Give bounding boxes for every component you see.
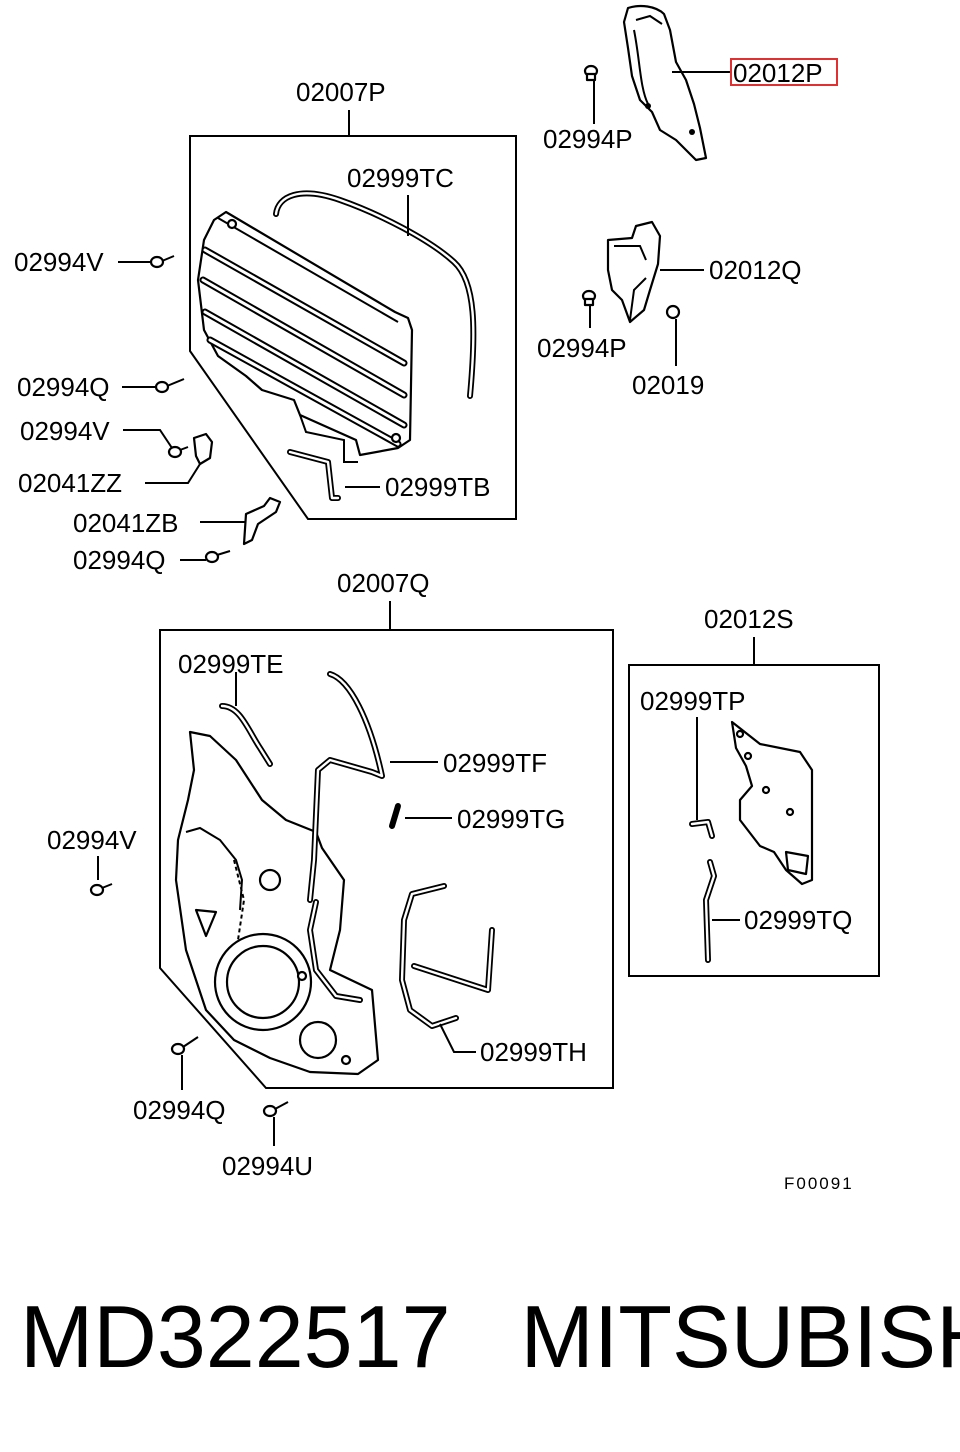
label-02019: 02019 (632, 370, 704, 400)
label-02999TE: 02999TE (178, 649, 284, 679)
product-footer: MD322517 MITSUBISHI (20, 1282, 960, 1392)
bolt-icon (262, 1101, 289, 1118)
label-02999TQ: 02999TQ (744, 905, 852, 935)
grommet-02019 (665, 304, 681, 320)
upper-timing-cover (196, 210, 414, 463)
label-02994P-mid: 02994P (537, 333, 627, 363)
label-02999TF: 02999TF (443, 748, 547, 778)
bolt-icon (581, 289, 597, 307)
label-02994V-1: 02994V (14, 247, 104, 277)
label-02041ZZ: 02041ZZ (18, 468, 122, 498)
timing-cover-exploded-diagram: 02012P 02994P 02007P 02999TC 02999TB 029… (14, 4, 880, 1193)
label-02994P-top: 02994P (543, 124, 633, 154)
label-02994U: 02994U (222, 1151, 313, 1181)
bolt-icon (154, 378, 185, 394)
label-02012P: 02012P (733, 58, 823, 88)
figure-reference: F00091 (784, 1174, 854, 1193)
gasket-02999TH-lower (411, 927, 495, 993)
label-02999TG: 02999TG (457, 804, 565, 834)
label-02994Q-3: 02994Q (133, 1095, 226, 1125)
bracket-02012Q (606, 220, 662, 324)
label-02999TB: 02999TB (385, 472, 491, 502)
bolt-icon (149, 255, 175, 269)
label-02007Q: 02007Q (337, 568, 430, 598)
label-02999TH: 02999TH (480, 1037, 587, 1067)
bolt-icon (170, 1036, 199, 1056)
label-02994V-2: 02994V (20, 416, 110, 446)
label-02999TC: 02999TC (347, 163, 454, 193)
bolt-icon (89, 883, 113, 897)
brand-name: MITSUBISHI (520, 1287, 960, 1386)
group-box-02007P (189, 135, 517, 520)
part-number: MD322517 (20, 1287, 451, 1386)
highlight-box (730, 58, 838, 86)
label-02994Q-1: 02994Q (17, 372, 110, 402)
label-02041ZB: 02041ZB (73, 508, 179, 538)
label-02994V-3: 02994V (47, 825, 137, 855)
bolt-icon (583, 64, 599, 82)
group-box-02007Q (159, 629, 614, 1089)
label-02999TP: 02999TP (640, 686, 746, 716)
label-02007P: 02007P (296, 77, 386, 107)
cover-plate-02012S (730, 720, 814, 886)
bolt-icon (204, 550, 231, 564)
lower-timing-cover (174, 730, 380, 1076)
group-box-02012S (628, 664, 880, 977)
clip-02041ZZ (192, 432, 214, 466)
gasket-02999TH (399, 883, 459, 1029)
gasket-02999TG (389, 803, 401, 829)
label-02994Q-2: 02994Q (73, 545, 166, 575)
bolt-icon (167, 445, 189, 459)
clip-02041ZB (242, 496, 282, 546)
label-02012Q: 02012Q (709, 255, 802, 285)
upper-cover-bracket (622, 4, 708, 162)
label-02012S: 02012S (704, 604, 794, 634)
